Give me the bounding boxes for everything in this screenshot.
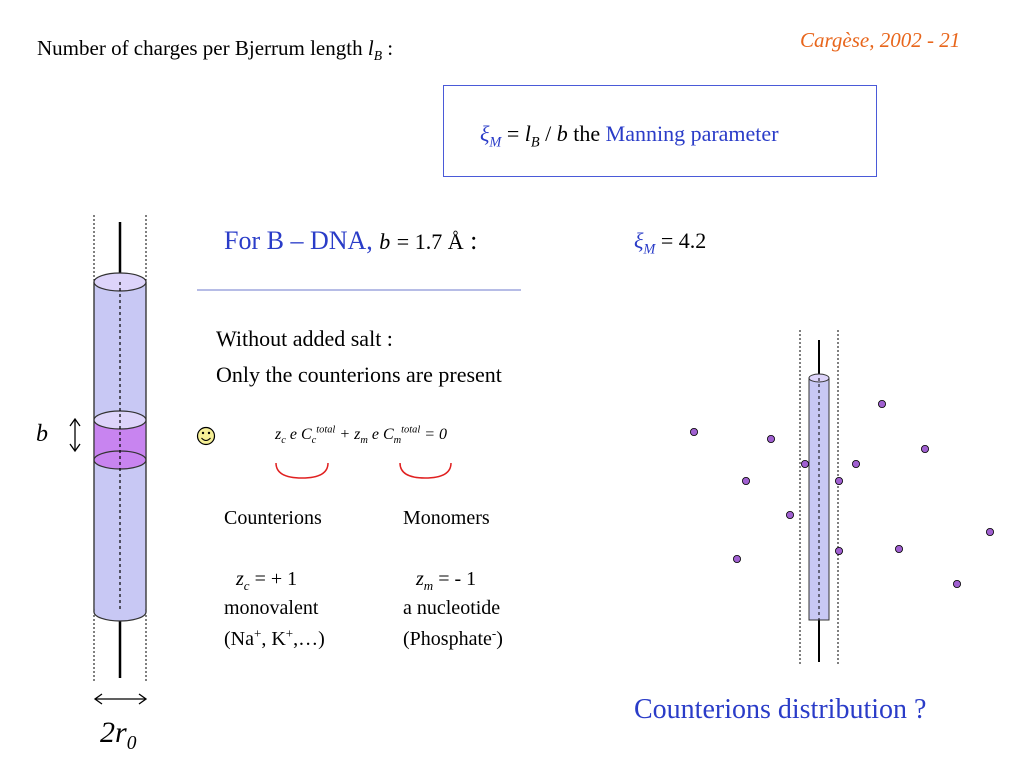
dna-cylinder-small [799, 330, 839, 665]
bjerrum-symbol: lB [367, 36, 383, 64]
distribution-caption: Counterions distribution ? [634, 694, 927, 725]
smiley-face-icon [196, 426, 216, 446]
counterion-dot-icon [690, 427, 699, 436]
bdna-line: For B – DNA, b = 1.7 Å : [224, 226, 478, 255]
counterion-dot-icon [921, 444, 930, 453]
counterion-dot-icon [953, 580, 962, 589]
counterion-dot-icon [878, 399, 887, 408]
counterion-dot-icon [742, 476, 751, 485]
monomers-examples: (Phosphate-) [403, 625, 503, 650]
monomers-kind: a nucleotide [403, 597, 501, 619]
counterions-valence: zc = + 1 [236, 568, 298, 593]
diameter-arrow-icon [93, 693, 148, 705]
dna-cylinder [93, 215, 147, 683]
counterions-examples: (Na+, K+,…) [224, 625, 325, 650]
counterion-dot-icon [801, 459, 810, 468]
monomers-heading: Monomers [403, 507, 490, 529]
counterions-heading: Counterions [224, 507, 322, 529]
spacing-arrow-icon [69, 417, 81, 453]
counterion-dot-icon [895, 545, 904, 554]
counterion-dot-icon [786, 510, 795, 519]
monomer-brace-icon [399, 462, 452, 479]
neutrality-equation: zc e Cctotal + zm e Cmtotal = 0 [275, 424, 448, 447]
diameter-label: 2r0 [100, 716, 137, 754]
counterion-dot-icon [767, 434, 776, 443]
counterion-brace-icon [275, 462, 329, 479]
counterion-dots [690, 399, 995, 589]
counterion-dot-icon [835, 476, 844, 485]
bdna-manning-value: ξM = 4.2 [634, 228, 707, 258]
counterion-dot-icon [733, 555, 742, 564]
counterions-kind: monovalent [224, 597, 319, 619]
counterion-dot-icon [835, 547, 844, 556]
monomers-valence: zm = - 1 [416, 568, 477, 593]
slide-title: Number of charges per Bjerrum length lB … [37, 36, 394, 64]
salt-line-1: Without added salt : [216, 326, 393, 351]
spacing-b-label: b [36, 421, 48, 447]
counterion-dot-icon [852, 459, 861, 468]
manning-box [443, 85, 877, 177]
manning-definition: ξM = lB / b the Manning parameter [480, 121, 779, 151]
salt-line-2: Only the counterions are present [216, 362, 502, 387]
manning-parameter-name: Manning parameter [605, 121, 779, 146]
counterion-dot-icon [986, 528, 995, 537]
slide-tag: Cargèse, 2002 - 21 [800, 28, 961, 52]
